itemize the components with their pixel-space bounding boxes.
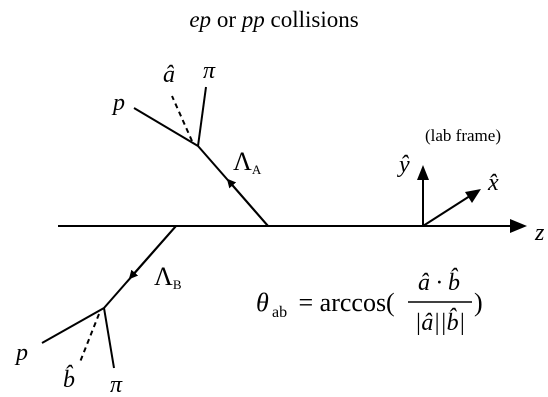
lambda-b-symbol: Λ [154,262,173,291]
title-part-ep: ep [189,7,211,32]
formula-denominator: |â||b̂| [415,308,465,336]
title-part-or: or [211,7,242,32]
x-axis-arrowhead [465,189,481,203]
pion-b-label: π [110,372,123,397]
lambda-a-label: ΛA [233,147,262,177]
lambda-b-subscript: B [173,277,182,292]
lambda-a-symbol: Λ [233,147,252,176]
proton-b-label: p [14,340,28,366]
y-axis-label: ŷ [397,152,410,178]
diagram-title: ep or pp collisions [189,7,358,32]
y-axis-arrowhead [417,165,429,180]
x-axis-label: x̂ [487,170,499,196]
title-part-collisions: collisions [265,7,359,32]
proton-a-label: p [111,90,125,116]
lambda-a-subscript: A [252,162,262,177]
proton-a-track [133,107,199,147]
formula-theta: θ [256,288,269,317]
lambda-b-label: ΛB [154,262,182,292]
lab-frame-label: (lab frame) [425,126,501,145]
formula-close-paren: ) [474,288,483,317]
proton-b-track [41,307,105,344]
title-part-pp: pp [240,7,265,32]
lambda-a-direction-arrow [226,178,269,227]
spin-axis-a-label: â [163,62,175,88]
angle-formula: θ ab = arccos( â · b̂ |â||b̂| ) [256,268,483,336]
lambda-b-direction-arrow [128,225,177,280]
spin-axis-b-dashed [79,313,100,363]
spin-axis-b-label: b̂ [63,365,75,393]
formula-equals-arccos: = arccos( [292,288,395,317]
pion-a-label: π [203,58,216,84]
x-axis-line [422,193,474,227]
formula-theta-subscript: ab [272,304,287,321]
spin-axis-a-dashed [171,95,193,142]
pion-b-track [103,307,115,369]
formula-numerator: â · b̂ [418,268,460,296]
pion-a-track [197,86,207,147]
z-axis-label: z [534,220,545,246]
beam-arrowhead [510,219,527,233]
